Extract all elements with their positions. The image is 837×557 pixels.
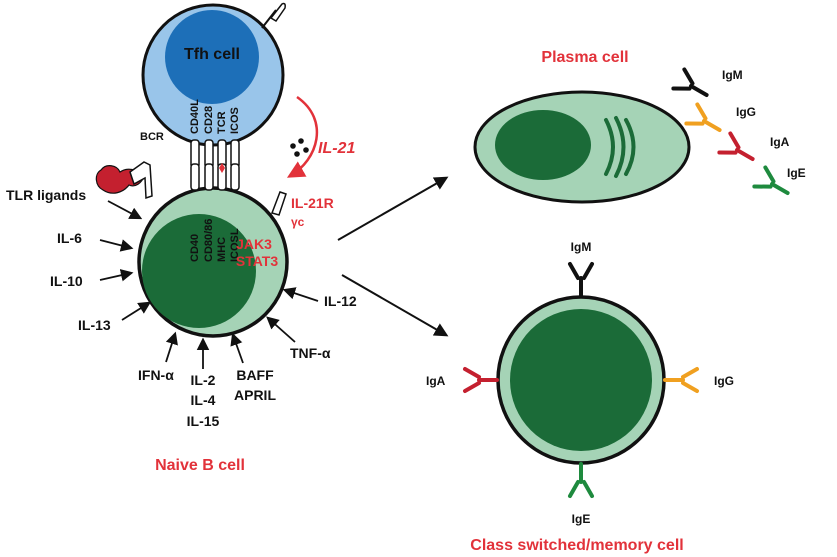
il21-dot bbox=[290, 143, 296, 149]
naive-b-cell bbox=[137, 186, 289, 338]
memory-cell-label: Class switched/memory cell bbox=[470, 537, 683, 554]
memory-igg-antibody-icon bbox=[663, 367, 699, 393]
b-receptor-mhc: MHC bbox=[216, 237, 228, 262]
tlr-arrow bbox=[107, 200, 143, 220]
il21-dot bbox=[298, 138, 304, 144]
april-label: APRIL bbox=[234, 387, 276, 403]
tnf-alpha-arrow bbox=[266, 316, 296, 343]
b-receptor-icosl: ICOSL bbox=[229, 228, 241, 262]
ifn-alpha-arrow bbox=[165, 331, 178, 363]
naive-b-cell-label: Naive B cell bbox=[155, 457, 245, 474]
stimuli: TLR ligands IL-6 IL-10 IL-13 IFN-α IL-2 … bbox=[6, 187, 357, 429]
tfh-cell-nucleus bbox=[165, 10, 259, 104]
tfh-receptor-icos: ICOS bbox=[229, 107, 241, 134]
plasma-igg-antibody-icon bbox=[684, 102, 728, 142]
il13-arrow bbox=[121, 301, 152, 321]
baff-label: BAFF bbox=[236, 367, 274, 383]
tnf-alpha-label: TNF-α bbox=[290, 345, 331, 361]
jak3-label: JAK3 bbox=[236, 236, 272, 252]
naive-b-cell-nucleus bbox=[142, 214, 256, 328]
il21r-receptor-icon bbox=[271, 191, 287, 216]
tlr-ligands-label: TLR ligands bbox=[6, 187, 86, 203]
il12-arrow bbox=[282, 287, 319, 302]
il21-signal: IL-21 IL-21R γc bbox=[271, 95, 355, 229]
to-plasma-arrow bbox=[337, 176, 449, 241]
plasma-iga-antibody-icon bbox=[717, 131, 761, 171]
tfh-receptor-cd40l: CD40L bbox=[189, 99, 201, 134]
il10-arrow bbox=[99, 269, 134, 282]
b-receptor-cd80-86: CD80/86 bbox=[203, 219, 215, 262]
memory-cell: IgM IgA IgG IgE Class switched/memory ce… bbox=[426, 240, 734, 554]
il21-arrow bbox=[286, 95, 319, 178]
plasma-ige-label: IgE bbox=[787, 166, 806, 180]
antigen-peptide-icon bbox=[219, 163, 225, 173]
il12-label: IL-12 bbox=[324, 293, 357, 309]
plasma-igm-label: IgM bbox=[722, 68, 743, 82]
il13-label: IL-13 bbox=[78, 317, 111, 333]
b-receptor-cd40: CD40 bbox=[189, 234, 201, 262]
tfh-receptor-tcr: TCR bbox=[216, 111, 228, 134]
memory-igm-label: IgM bbox=[571, 240, 592, 254]
plasma-cell-label: Plasma cell bbox=[541, 49, 628, 66]
il21r-label: IL-21R bbox=[291, 195, 334, 211]
memory-igg-label: IgG bbox=[714, 374, 734, 388]
il10-label: IL-10 bbox=[50, 273, 83, 289]
il21-dot bbox=[303, 147, 309, 153]
icosl-stalk bbox=[230, 163, 240, 191]
tfh-surface-receptor-icon bbox=[261, 2, 286, 29]
bcr: BCR bbox=[95, 131, 164, 200]
cd80-stalk bbox=[204, 163, 214, 191]
endoplasmic-reticulum-icon bbox=[604, 116, 636, 178]
plasma-igm-antibody-icon bbox=[671, 67, 715, 107]
plasma-igg-label: IgG bbox=[736, 105, 756, 119]
tfh-cell: Tfh cell bbox=[141, 2, 286, 147]
bcr-label: BCR bbox=[140, 131, 164, 143]
plasma-iga-label: IgA bbox=[770, 135, 790, 149]
memory-igm-antibody-icon bbox=[568, 262, 594, 298]
il2-label: IL-2 bbox=[191, 372, 216, 388]
il4-label: IL-4 bbox=[191, 392, 216, 408]
to-memory-arrow bbox=[341, 274, 449, 337]
memory-iga-antibody-icon bbox=[463, 367, 499, 393]
memory-ige-label: IgE bbox=[572, 512, 591, 526]
baff-arrow bbox=[230, 332, 244, 364]
tfh-receptor-cd28: CD28 bbox=[203, 106, 215, 134]
memory-ige-antibody-icon bbox=[568, 462, 594, 498]
ifn-alpha-label: IFN-α bbox=[138, 367, 174, 383]
plasma-cell: Plasma cell IgM IgG IgA IgE bbox=[473, 49, 806, 205]
il21-label: IL-21 bbox=[318, 140, 355, 157]
il6-arrow bbox=[99, 239, 134, 252]
il15-label: IL-15 bbox=[187, 413, 220, 429]
receptor-pairs bbox=[190, 139, 240, 191]
il21-dot bbox=[294, 151, 300, 157]
gamma-chain-label: γc bbox=[291, 215, 305, 229]
stat3-label: STAT3 bbox=[236, 253, 278, 269]
bcr-receptor-icon bbox=[129, 161, 153, 200]
memory-cell-nucleus bbox=[510, 309, 652, 451]
memory-iga-label: IgA bbox=[426, 374, 446, 388]
tfh-cell-label: Tfh cell bbox=[184, 46, 240, 63]
cd40-stalk bbox=[190, 163, 200, 191]
plasma-cell-nucleus bbox=[495, 110, 591, 180]
il6-label: IL-6 bbox=[57, 230, 82, 246]
